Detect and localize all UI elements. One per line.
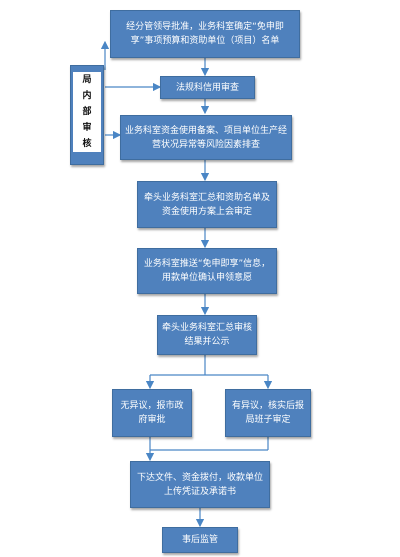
step-text: 无异议，报市政府审批 [120, 401, 184, 425]
step-approval-list: 经分管领导批准，业务科室确定“免申即享”事项预算和资助单位（项目）名单 [110, 10, 300, 58]
side-char: 部 [82, 107, 92, 117]
step-text: 业务科室资金使用备案、项目单位生产经营状况异常等风险因素排查 [125, 125, 288, 150]
step-text: 牵头业务科室汇总审核结果并公示 [162, 323, 253, 347]
step-text: 牵头业务科室汇总和资助名单及资金使用方案上会审定 [143, 192, 270, 217]
step-no-objection: 无异议，报市政府审批 [112, 389, 192, 437]
step-disburse: 下达文件、资金拨付，收款单位上传凭证及承诺书 [130, 461, 270, 508]
step-text: 有异议，核实后报局班子审定 [231, 401, 304, 425]
step-text: 事后监管 [181, 535, 218, 545]
step-text: 业务科室推送“免申即享”信息，用款单位确认申领意愿 [143, 259, 271, 283]
step-risk-screening: 业务科室资金使用备案、项目单位生产经营状况异常等风险因素排查 [120, 115, 292, 160]
step-supervision: 事后监管 [162, 527, 238, 553]
step-objection: 有异议，核实后报局班子审定 [225, 389, 311, 437]
step-text: 下达文件、资金拨付，收款单位上传凭证及承诺书 [136, 472, 263, 497]
side-char: 内 [82, 91, 92, 101]
step-text: 经分管领导批准，业务科室确定“免申即享”事项预算和资助单位（项目）名单 [126, 22, 284, 46]
internal-review-label: 局 内 部 审 核 [73, 72, 101, 152]
step-plan-approval: 牵头业务科室汇总和资助名单及资金使用方案上会审定 [137, 181, 277, 228]
step-credit-review: 法规科信用审查 [160, 76, 255, 99]
internal-review-box: 局 内 部 审 核 [70, 65, 104, 165]
step-push-info: 业务科室推送“免申即享”信息，用款单位确认申领意愿 [137, 248, 277, 294]
side-char: 核 [82, 139, 92, 149]
side-char: 审 [82, 123, 92, 133]
step-text: 法规科信用审查 [175, 82, 239, 93]
step-publicize: 牵头业务科室汇总审核结果并公示 [157, 315, 257, 355]
side-char: 局 [82, 75, 92, 85]
